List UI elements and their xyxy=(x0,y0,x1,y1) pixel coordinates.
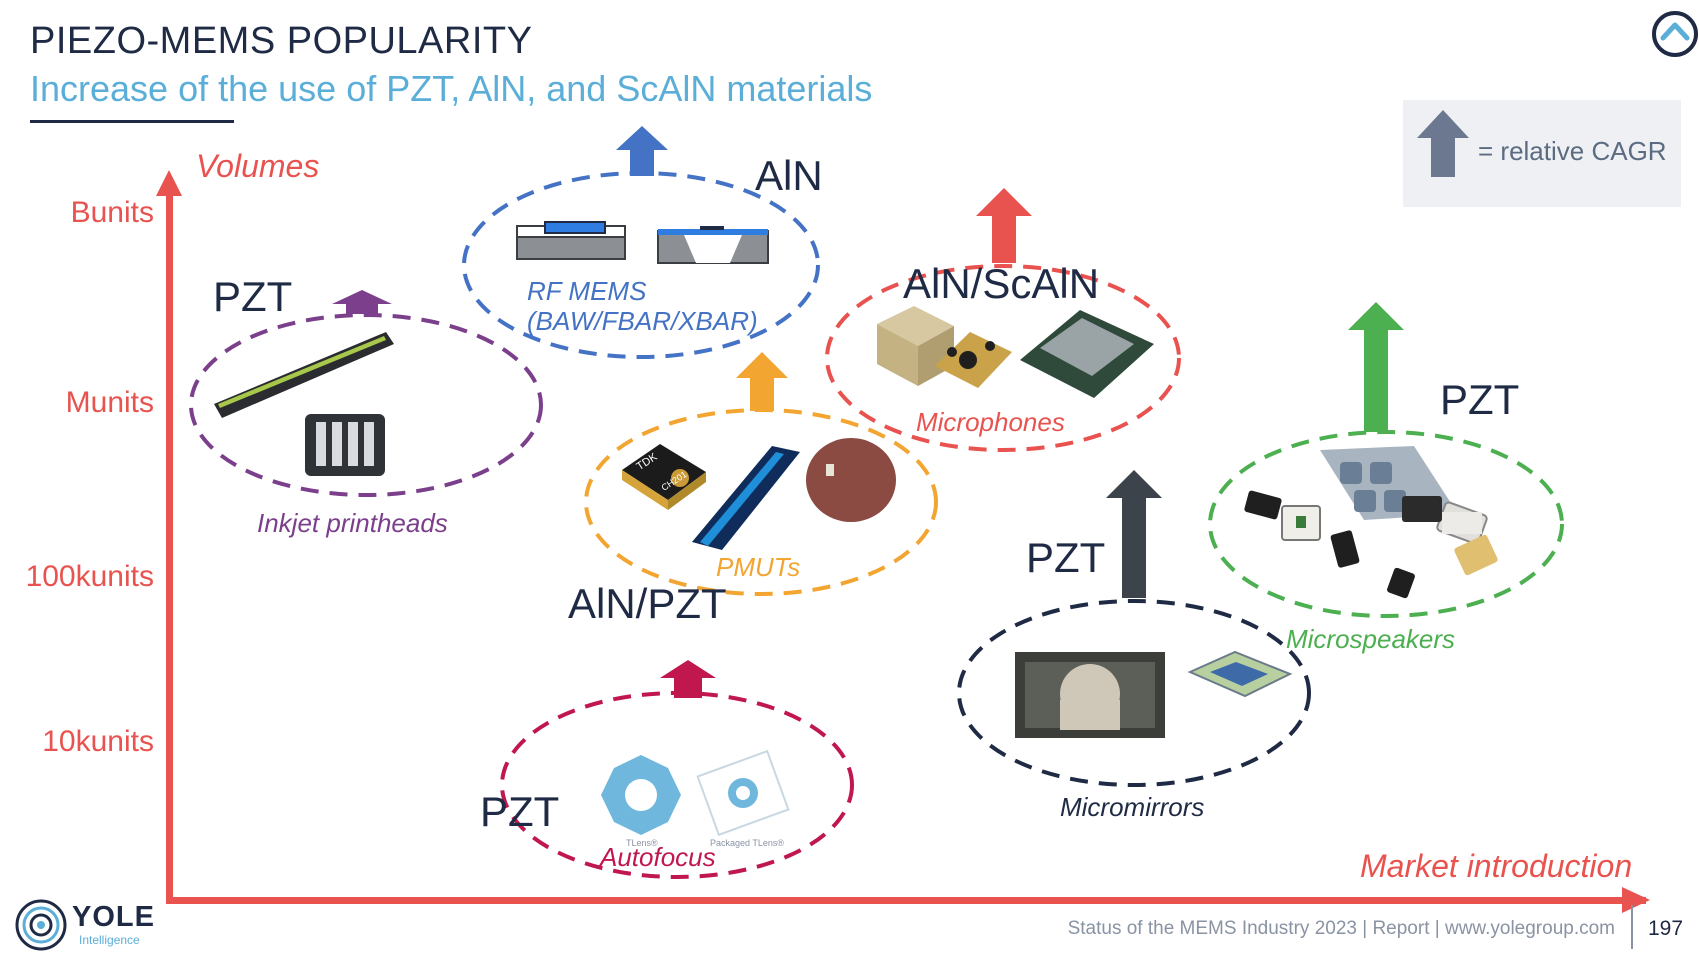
legend-text: = relative CAGR xyxy=(1478,136,1667,166)
inkjet-cagr-arrow-icon xyxy=(332,290,392,314)
micromirrors-cagr-arrow-icon xyxy=(1106,470,1162,598)
packaged-tlens-image xyxy=(696,749,790,837)
brand-subtitle: Intelligence xyxy=(79,933,140,947)
baw-device-image xyxy=(516,221,626,260)
material-label-pmuts: AlN/PZT xyxy=(568,580,727,627)
tdk-chip-image xyxy=(622,444,706,510)
micromirror-chip-image xyxy=(1015,652,1165,738)
category-label-rf-mems-line1: RF MEMS xyxy=(527,276,647,306)
material-label-rf-mems: AlN xyxy=(755,152,823,199)
yole-logo-icon xyxy=(15,899,67,951)
tlens-packaged-label: Packaged TLens® xyxy=(710,838,785,848)
page-title: PIEZO-MEMS POPULARITY xyxy=(30,20,533,62)
microspeaker-module-image xyxy=(1244,490,1498,599)
y-axis-title: Volumes xyxy=(196,148,320,184)
category-label-pmuts: PMUTs xyxy=(716,552,801,582)
tlens-image xyxy=(601,755,681,835)
pmut-stylus-image xyxy=(692,446,800,550)
microspeakers-cagr-arrow-icon xyxy=(1348,302,1404,432)
autofocus-cagr-arrow-icon xyxy=(660,660,716,698)
category-label-rf-mems: RF MEMS (BAW/FBAR/XBAR) xyxy=(527,276,758,336)
x-axis-title: Market introduction xyxy=(1360,848,1633,884)
mems-mic-bottom-image xyxy=(935,332,1012,388)
x-axis xyxy=(166,887,1650,913)
material-label-micromirrors: PZT xyxy=(1026,534,1106,581)
material-label-inkjet: PZT xyxy=(213,273,293,320)
printhead-module-image xyxy=(305,414,385,476)
tlens-label: TLens® xyxy=(626,838,658,848)
page-number: 197 xyxy=(1648,917,1684,940)
microphones-cagr-arrow-icon xyxy=(976,188,1032,263)
material-label-microphones: AlN/ScAlN xyxy=(903,260,1100,307)
brand-name: YOLE xyxy=(72,901,155,933)
category-label-micromirrors: Micromirrors xyxy=(1060,792,1205,822)
material-label-autofocus: PZT xyxy=(480,788,560,835)
rf-mems-cagr-arrow-icon xyxy=(616,126,668,176)
mems-mic-gold-image xyxy=(877,306,954,386)
category-label-microphones: Microphones xyxy=(916,407,1065,437)
y-level-10kunits: 10kunits xyxy=(42,725,154,758)
mems-mic-open-image xyxy=(1020,310,1154,398)
fbar-device-image xyxy=(657,226,769,264)
pmuts-cagr-arrow-icon xyxy=(736,352,788,411)
y-level-100kunits: 100kunits xyxy=(25,560,154,593)
category-label-microspeakers: Microspeakers xyxy=(1286,624,1456,654)
footer-source: Status of the MEMS Industry 2023 | Repor… xyxy=(1067,918,1615,939)
material-label-microspeakers: PZT xyxy=(1440,376,1520,423)
category-label-autofocus: Autofocus xyxy=(600,842,716,872)
y-axis xyxy=(156,170,182,902)
title-underline xyxy=(30,120,234,123)
category-label-inkjet: Inkjet printheads xyxy=(257,508,448,538)
y-level-munits: Munits xyxy=(65,386,154,419)
micromirrors-ellipse xyxy=(957,599,1311,787)
category-label-rf-mems-line2: (BAW/FBAR/XBAR) xyxy=(527,306,758,336)
page-subtitle: Increase of the use of PZT, AlN, and ScA… xyxy=(30,68,873,109)
microphones-ellipse xyxy=(825,264,1181,452)
chevron-up-icon xyxy=(1652,11,1698,57)
back-to-top-button[interactable] xyxy=(1651,10,1699,58)
inkjet-ellipse xyxy=(189,313,543,497)
pmut-finger-image xyxy=(806,438,896,522)
printhead-bar-image xyxy=(214,332,394,418)
y-level-bunits: Bunits xyxy=(70,196,154,229)
footer-divider xyxy=(1631,905,1633,949)
micromirror-diagram-image xyxy=(1187,650,1293,698)
